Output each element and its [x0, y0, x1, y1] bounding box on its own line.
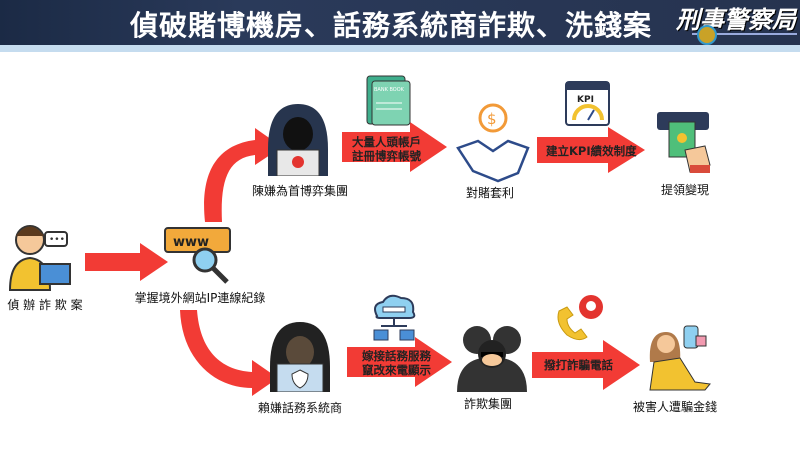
label-victim: 被害人遭騙金錢 — [632, 400, 718, 414]
svg-text:www: www — [173, 235, 209, 250]
handshake-dollar-icon: $ — [456, 103, 530, 183]
arrow-call — [532, 340, 640, 390]
page-title: 偵破賭博機房、話務系統商詐欺、洗錢案 — [130, 9, 653, 42]
arrow-text-accounts: 大量人頭帳戶 註冊博弈帳號 — [352, 135, 421, 163]
fraud-group-icon — [457, 326, 527, 392]
arrow-telecom-service — [347, 337, 452, 387]
scam-call-icon — [557, 295, 603, 341]
atm-cash-icon — [657, 112, 711, 173]
label-start: 偵 辦 詐 欺 案 — [7, 298, 83, 312]
victim-icon — [649, 325, 711, 391]
arrow-kpi — [537, 127, 645, 173]
label-cashout: 提領變現 — [660, 183, 710, 197]
svg-text:$: $ — [487, 110, 497, 128]
arrow-text-call: 撥打詐騙電話 — [544, 358, 613, 372]
logo-text: 刑事警察局 — [676, 6, 796, 34]
label-telecom: 賴嫌話務系統商 — [257, 401, 343, 415]
arrow-start-to-ip — [85, 243, 168, 281]
label-fraud-group: 詐欺集團 — [463, 397, 513, 411]
header-bar — [0, 0, 800, 45]
hacker-icon — [268, 104, 328, 176]
arrow-text-line: 註冊博弈帳號 — [352, 149, 421, 163]
header-strip — [0, 45, 800, 52]
svg-text:KPI: KPI — [577, 95, 594, 105]
detective-icon: ••• — [8, 225, 71, 291]
arrow-text-line: 竄改來電顯示 — [362, 363, 431, 377]
hooded-laptop-icon — [270, 322, 330, 392]
arrow-text-line: 嫁接話務服務 — [362, 349, 431, 363]
arrow-ip-to-gambling — [204, 128, 282, 222]
svg-text:•••: ••• — [49, 235, 65, 245]
www-search-icon: www — [164, 227, 231, 284]
bankbook-icon: BANK BOOK — [366, 75, 411, 126]
label-gambling-group: 陳嫌為首博弈集團 — [251, 184, 349, 198]
arrow-text-kpi: 建立KPI績效制度 — [546, 144, 637, 158]
arrow-text-line: 大量人頭帳戶 — [352, 135, 421, 149]
cloud-network-icon — [373, 294, 416, 341]
arrow-text-telecom-service: 嫁接話務服務 竄改來電顯示 — [362, 349, 431, 377]
police-logo: 刑事警察局 — [672, 2, 800, 46]
label-arbitrage: 對賭套利 — [465, 186, 515, 200]
label-ip: 掌握境外網站IP連線紀錄 — [134, 291, 266, 305]
kpi-gauge-icon: KPI — [565, 81, 610, 126]
arrow-ip-to-telecom — [180, 310, 278, 396]
arrow-accounts — [342, 122, 447, 172]
svg-text:BANK BOOK: BANK BOOK — [374, 87, 405, 93]
